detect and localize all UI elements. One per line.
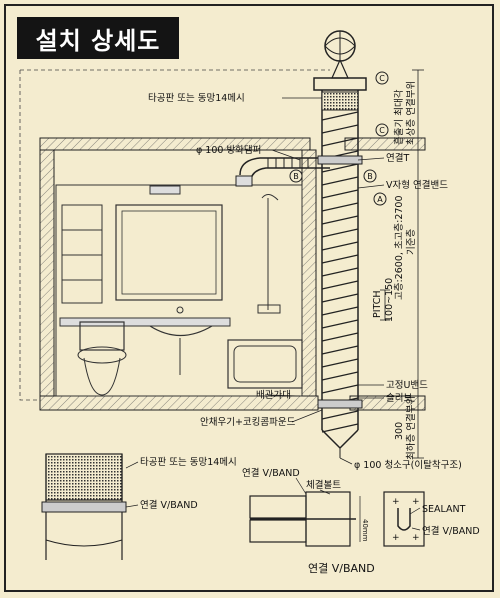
label-fire-damper: φ 100 방화댐퍼 [196,145,261,156]
label-bolt: 체결볼트 [306,480,341,491]
svg-text:+: + [412,533,420,543]
spiral-rib [321,111,359,121]
spiral-rib [321,345,359,355]
spiral-rib [321,280,359,290]
vent-cap [313,30,367,111]
svg-text:C: C [379,74,385,83]
spiral-rib [321,371,359,381]
vlabel-main-2: 기준층 [406,229,417,255]
spiral-rib [321,202,359,212]
label-connection-vband-left: 연결 V/BAND [140,500,198,511]
marker-b2: B [363,169,377,183]
label-rain-guard: 안채우기+코킹콤파운드 [200,416,296,428]
svg-text:40mm: 40mm [361,519,369,542]
page-title: 설치 상세도 [17,17,179,59]
spiral-rib [321,124,359,134]
shaft-wall [301,149,317,397]
vlabel-pitch-1: PITCH [372,290,383,318]
exhaust-fan [149,185,181,195]
label-connection-t: 연결T [386,153,409,164]
label-fixed-u-band: 고정U밴드 [386,380,428,391]
label-perforated-plate-detail: 타공판 또는 동망14메시 [140,457,237,468]
spiral-rib [321,241,359,251]
spiral-rib [321,332,359,342]
mirror [115,204,223,301]
label-bottom-caption: 연결 V/BAND [308,562,375,575]
spiral-rib [321,215,359,225]
toilet [77,321,127,396]
label-piping-support: 배관가대 [256,390,291,401]
spiral-rib [321,176,359,186]
label-perforated-plate-top: 타공판 또는 동망14메시 [148,93,245,104]
vlabel-main-1: 고층:2600, 초고층:2700 [394,196,405,301]
bathroom [55,184,303,397]
vlabel-pitch-2: 100~150 [384,278,395,322]
detail-vband-section: 40mm + + + + [249,477,425,547]
marker-a: A [373,192,387,206]
shower [257,194,281,314]
label-connection-vband-mid: 연결 V/BAND [242,468,300,479]
spiral-rib [321,319,359,329]
spiral-rib [321,423,359,433]
spiral-rib [321,410,359,420]
label-connection-vband-right: 연결 V/BAND [422,526,480,537]
drawing-frame [4,4,494,592]
spiral-rib [321,254,359,264]
svg-text:+: + [392,497,400,507]
floor-slab [39,395,426,411]
svg-text:+: + [392,533,400,543]
spiral-rib [321,228,359,238]
detail-mesh-vband [41,453,139,560]
spiral-rib [321,384,359,394]
bathtub [227,339,303,389]
svg-text:B: B [367,172,373,181]
spiral-rib [321,163,359,173]
label-cleanout: φ 100 청소구(이탈착구조) [354,459,462,471]
vlabel-300: 300 [394,422,405,440]
marker-c2: C [375,123,389,137]
vlabel-bottom-1: 최하층 연결부위 [405,396,417,460]
spiral-rib [321,306,359,316]
spiral-rib [321,293,359,303]
marker-b1: B [289,169,303,183]
marker-c1: C [375,71,389,85]
svg-text:+: + [412,497,420,507]
dimension-lines [380,69,424,459]
vlabel-top-2: 최상층 연결부위 [405,81,417,145]
left-wall [39,149,55,397]
label-sealant: SEALANT [422,504,466,515]
svg-text:B: B [293,172,299,181]
spiral-rib [321,137,359,147]
ceiling-slab [39,137,426,151]
label-v-band: V자형 연결밴드 [386,180,448,191]
svg-text:C: C [379,126,385,135]
spiral-rib [321,358,359,368]
spiral-rib [321,189,359,199]
riser-duct [317,90,363,458]
branch-duct [235,157,330,187]
sink [149,306,213,375]
svg-text:A: A [377,195,383,204]
vlabel-top-1: 흡출기 최대각 [393,89,405,145]
spiral-rib [321,267,359,277]
cabinet [61,204,103,304]
label-sleeve: 슬리브 [386,393,412,404]
